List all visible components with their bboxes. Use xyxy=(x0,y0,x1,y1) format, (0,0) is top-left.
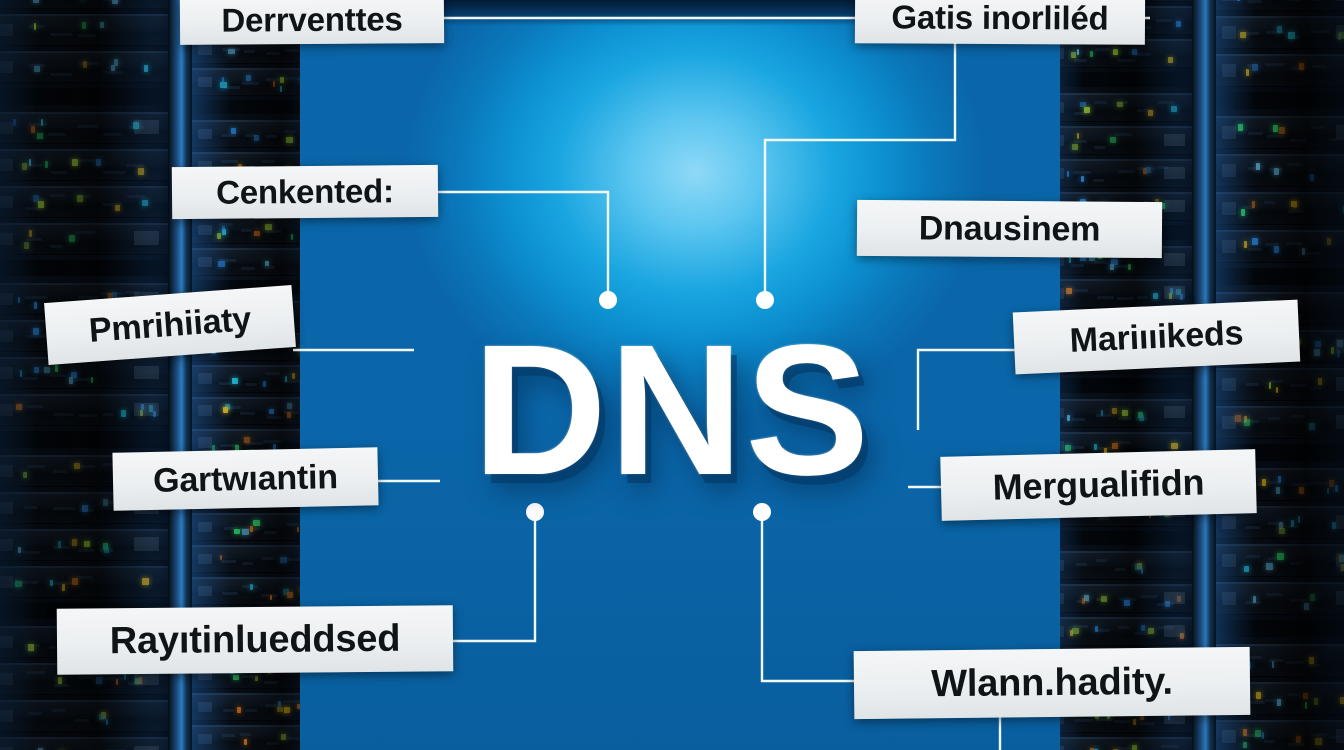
callout-gatis-inorliled[interactable]: Gatis inorliléd xyxy=(854,0,1146,45)
callout-derrventtes[interactable]: Derrventtes xyxy=(179,0,445,45)
callout-dnausinem[interactable]: Dnausinem xyxy=(856,199,1163,259)
callout-wlannhadity[interactable]: Wlann.hadity. xyxy=(853,646,1251,720)
connector-cenkented xyxy=(436,190,610,300)
connector-gatis xyxy=(763,42,957,300)
callout-marinikeds[interactable]: Mariııikeds xyxy=(1012,299,1301,375)
callout-gartwiantin[interactable]: Gartwıantin xyxy=(112,447,379,511)
callout-cenkented[interactable]: Cenkented: xyxy=(171,164,439,220)
callout-rayitinlueddsed[interactable]: Rayıtinlueddsed xyxy=(56,605,454,675)
connector-rayitinlueddsed xyxy=(452,512,537,643)
dot-bottom-left xyxy=(526,503,544,521)
connector-wlannhadity-left xyxy=(760,512,855,683)
connector-endpoint-dots xyxy=(526,291,774,521)
dot-top-right xyxy=(756,291,774,309)
connector-marinikeds xyxy=(916,348,1018,430)
callout-mergualifidn[interactable]: Mergualifidn xyxy=(940,449,1257,521)
page-title: DNS xyxy=(472,307,872,514)
dot-bottom-right xyxy=(753,503,771,521)
dot-top-left xyxy=(599,291,617,309)
